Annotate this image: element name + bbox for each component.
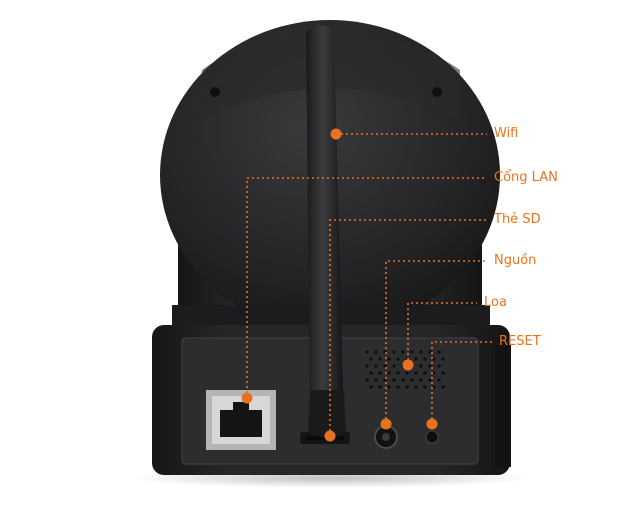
grille-hole: [396, 371, 400, 375]
grille-hole: [428, 378, 432, 382]
callout-label-reset: RESET: [499, 334, 541, 349]
callout-label-wifi: Wifi: [494, 126, 519, 141]
callout-label-speaker: Loa: [484, 295, 507, 310]
grille-hole: [401, 350, 405, 354]
grille-hole: [432, 357, 436, 361]
grille-hole: [437, 350, 441, 354]
grille-hole: [441, 371, 445, 375]
grille-hole: [369, 357, 373, 361]
grille-hole: [414, 371, 418, 375]
grille-hole: [374, 364, 378, 368]
grille-hole: [423, 357, 427, 361]
grille-hole: [365, 378, 369, 382]
grille-hole: [387, 371, 391, 375]
lan-port-icon: [206, 390, 276, 450]
speaker-grille-icon: [365, 350, 445, 389]
grille-hole: [369, 385, 373, 389]
grille-hole: [432, 371, 436, 375]
grille-hole: [369, 371, 373, 375]
grille-hole: [419, 378, 423, 382]
grille-hole: [414, 357, 418, 361]
leader-line-power: [385, 260, 487, 424]
grille-hole: [387, 385, 391, 389]
callout-dot-sd: [324, 430, 336, 442]
grille-hole: [365, 364, 369, 368]
grille-hole: [383, 378, 387, 382]
grille-hole: [374, 350, 378, 354]
power-jack-icon: [374, 425, 398, 449]
grille-hole: [423, 385, 427, 389]
grille-hole: [437, 364, 441, 368]
grille-hole: [365, 350, 369, 354]
grille-hole: [410, 378, 414, 382]
callout-dot-reset: [426, 418, 438, 430]
grille-hole: [392, 378, 396, 382]
grille-hole: [392, 350, 396, 354]
grille-hole: [378, 385, 382, 389]
antenna-icon: [306, 25, 346, 437]
grille-hole: [401, 378, 405, 382]
grille-hole: [405, 371, 409, 375]
grille-hole: [432, 385, 436, 389]
callout-label-sd: Thẻ SD: [494, 212, 541, 227]
grille-hole: [441, 357, 445, 361]
callout-dot-lan: [241, 392, 253, 404]
grille-hole: [437, 378, 441, 382]
leader-line-lan: [246, 177, 487, 398]
leader-line-reset: [431, 341, 492, 424]
grille-hole: [423, 371, 427, 375]
dome-screw-right-icon: [432, 87, 442, 97]
callout-dot-wifi: [330, 128, 342, 140]
callout-label-power: Nguồn: [494, 253, 537, 268]
grille-hole: [441, 385, 445, 389]
grille-hole: [419, 350, 423, 354]
grille-hole: [378, 357, 382, 361]
reset-hole-icon: [425, 430, 439, 444]
grille-hole: [419, 364, 423, 368]
grille-hole: [392, 364, 396, 368]
grille-hole: [428, 364, 432, 368]
callout-label-lan: Cổng LAN: [494, 170, 558, 185]
grille-hole: [428, 350, 432, 354]
callout-dot-power: [380, 418, 392, 430]
dome-screw-left-icon: [210, 87, 220, 97]
grille-hole: [405, 385, 409, 389]
callout-leaders: [241, 128, 492, 442]
grille-hole: [410, 350, 414, 354]
callout-dot-speaker: [402, 359, 414, 371]
grille-hole: [396, 385, 400, 389]
grille-hole: [374, 378, 378, 382]
grille-hole: [387, 357, 391, 361]
grille-hole: [378, 371, 382, 375]
grille-hole: [414, 385, 418, 389]
leader-line-sd: [329, 219, 487, 436]
leader-line-speaker: [407, 302, 477, 365]
grille-hole: [383, 364, 387, 368]
grille-hole: [396, 357, 400, 361]
